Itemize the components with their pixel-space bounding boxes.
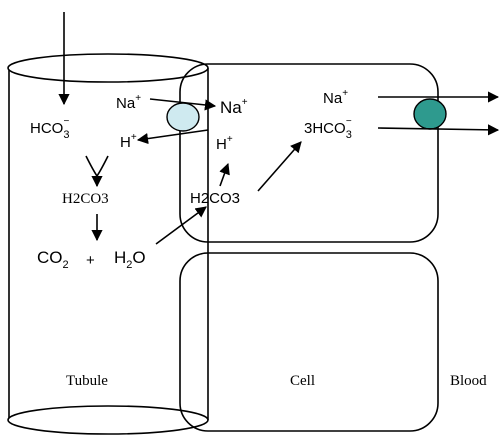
- h-out-arrow: [136, 129, 209, 145]
- combine-arrow: [85, 155, 109, 177]
- h2co3-to-hco3-arrow: [257, 141, 302, 192]
- h2co3-to-h-arrow: [219, 162, 230, 187]
- three-hco3-label: 3HCO3−: [304, 116, 352, 141]
- tubule-label: Tubule: [66, 373, 108, 389]
- na-h-exchanger: [166, 102, 200, 132]
- hco3-tubule-label: HCO3−: [30, 116, 69, 141]
- hco3-out-arrow: [377, 124, 500, 136]
- tubule-bottom-opening: [7, 405, 209, 435]
- plus-sign: +: [86, 252, 95, 269]
- na-plus-blood-label: Na+: [323, 88, 348, 107]
- h2co3-tubule-label: H2CO3: [62, 191, 109, 207]
- tubule-cylinder: [7, 53, 209, 435]
- na-in-arrow: [149, 98, 217, 111]
- na-plus-tubule-label: Na+: [116, 93, 141, 112]
- h-plus-cell-label: H+: [216, 134, 233, 153]
- blood-label: Blood: [450, 373, 487, 389]
- h2co3-cell-label: H2CO3: [190, 190, 240, 207]
- na-hco3-cotransporter: [413, 98, 447, 130]
- co2-label: CO2: [37, 248, 69, 271]
- upper-cell-box: [179, 63, 439, 243]
- cell-label: Cell: [290, 373, 315, 389]
- na-plus-cell-label: Na+: [220, 97, 248, 117]
- h2o-into-cell-arrow: [155, 206, 207, 245]
- h2o-label: H2O: [114, 248, 146, 271]
- tubule-top-opening: [7, 53, 209, 83]
- h-plus-tubule-label: H+: [120, 132, 137, 151]
- lower-cell-box: [179, 252, 439, 432]
